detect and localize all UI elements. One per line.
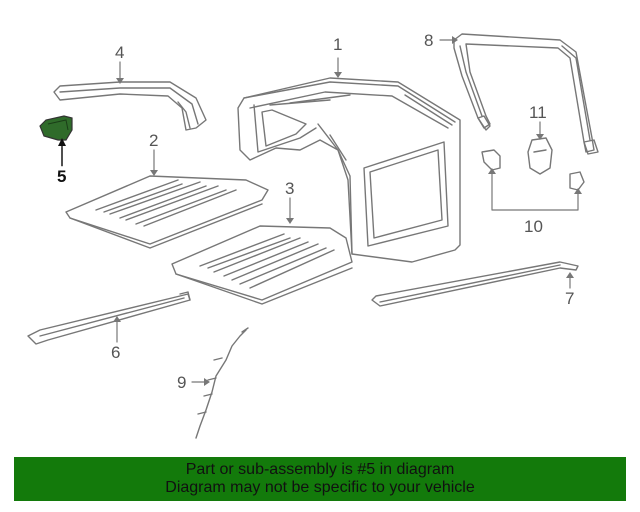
part-10-brackets[interactable]: [481, 149, 585, 191]
callout-9: 9: [177, 373, 187, 392]
callout-4: 4: [115, 43, 125, 62]
part-2-roof-panel[interactable]: [65, 175, 269, 249]
part-7-weatherstrip[interactable]: [371, 261, 579, 307]
callout-2: 2: [149, 131, 159, 150]
part-8-door-seal[interactable]: [453, 33, 599, 155]
callout-5: 5: [57, 167, 67, 186]
part-1-hardtop[interactable]: [237, 77, 461, 263]
callout-8: 8: [424, 31, 434, 50]
callout-11: 11: [529, 103, 547, 122]
banner-line-2: Diagram may not be specific to your vehi…: [165, 479, 475, 496]
part-6-rail[interactable]: [27, 291, 191, 345]
parts-diagram: [27, 33, 599, 439]
callout-7: 7: [565, 289, 575, 308]
part-5-highlighted[interactable]: [39, 115, 73, 166]
callout-10: 10: [524, 217, 543, 236]
part-11-clip[interactable]: [527, 137, 553, 175]
part-3-roof-panel[interactable]: [171, 225, 353, 305]
part-4-header-rail[interactable]: [53, 81, 207, 131]
callout-3: 3: [285, 179, 295, 198]
info-banner: Part or sub-assembly is #5 in diagram Di…: [14, 457, 626, 501]
banner-line-1: Part or sub-assembly is #5 in diagram: [185, 461, 455, 478]
callout-1: 1: [333, 35, 343, 54]
part-9-wire-harness[interactable]: [195, 327, 249, 439]
callout-arrowheads: [113, 36, 582, 386]
callout-6: 6: [111, 343, 121, 362]
